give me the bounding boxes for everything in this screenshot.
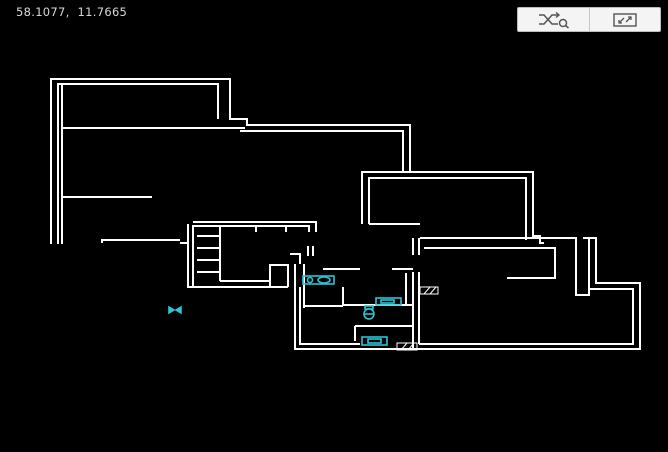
fixtures bbox=[168, 275, 402, 346]
shuffle-search-button[interactable] bbox=[518, 8, 589, 31]
toilet-fixture bbox=[363, 305, 375, 320]
sink-fixture-top bbox=[302, 275, 335, 285]
view-toolbar bbox=[517, 7, 661, 32]
shuffle-search-icon bbox=[539, 11, 570, 29]
bathtub-fixture-upper bbox=[375, 297, 402, 306]
cursor-coordinates: 58.1077, 11.7665 bbox=[16, 5, 128, 19]
entry-marker bbox=[168, 305, 182, 315]
fit-view-icon bbox=[613, 12, 637, 27]
hatched-columns bbox=[396, 286, 439, 351]
fit-view-button[interactable] bbox=[588, 8, 661, 31]
bathtub-fixture-lower bbox=[361, 336, 388, 346]
walls bbox=[50, 78, 641, 350]
